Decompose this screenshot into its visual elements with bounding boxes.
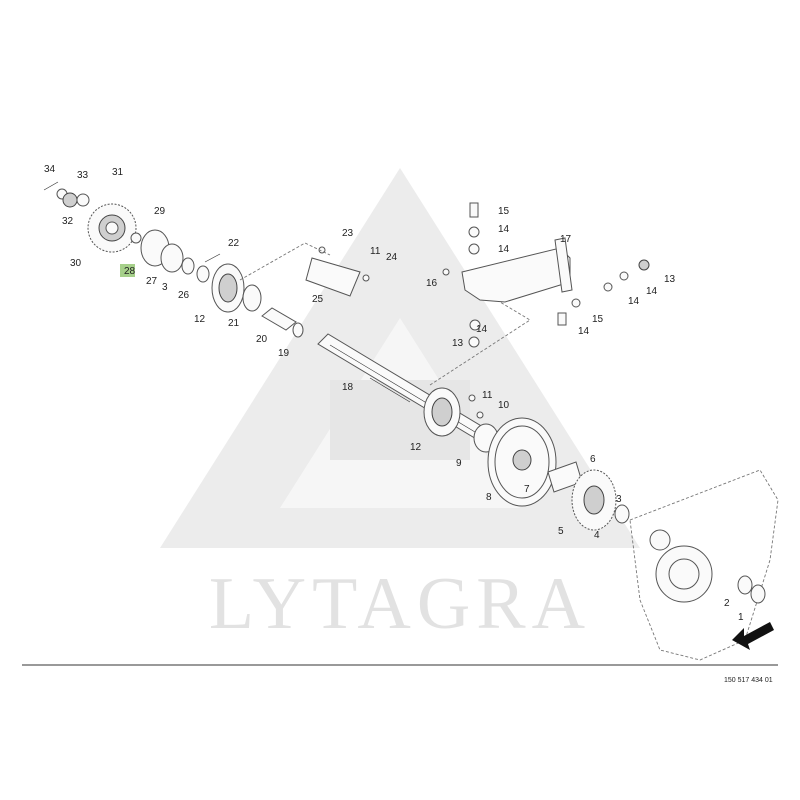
part-callout-15[interactable]: 15 <box>498 206 510 217</box>
bearing-housing-upper <box>211 263 304 338</box>
part-callout-9[interactable]: 9 <box>456 458 462 469</box>
part-callout-27[interactable]: 27 <box>146 276 158 287</box>
part-callout-11[interactable]: 11 <box>370 246 381 257</box>
part-callout-14[interactable]: 14 <box>498 244 510 255</box>
bracket-17 <box>442 202 650 348</box>
document-number: 150 517 434 01 <box>724 677 773 684</box>
part-callout-23[interactable]: 23 <box>342 228 354 239</box>
gear-assembly <box>547 461 630 531</box>
part-callout-14[interactable]: 14 <box>578 326 590 337</box>
part-callout-20[interactable]: 20 <box>256 334 268 345</box>
sprocket-assembly <box>43 181 221 283</box>
part-callout-21[interactable]: 21 <box>228 318 240 329</box>
part-callout-14[interactable]: 14 <box>498 224 510 235</box>
part-callout-13[interactable]: 13 <box>452 338 464 349</box>
bearing-housing-lower <box>423 387 499 453</box>
part-callout-1[interactable]: 1 <box>738 612 744 623</box>
part-callout-30[interactable]: 30 <box>70 258 82 269</box>
part-callout-3[interactable]: 3 <box>162 282 168 293</box>
highlight-box <box>120 264 135 277</box>
part-callout-16[interactable]: 16 <box>426 278 438 289</box>
part-callout-15[interactable]: 15 <box>592 314 604 325</box>
part-callout-33[interactable]: 33 <box>77 170 89 181</box>
part-callout-12[interactable]: 12 <box>410 442 422 453</box>
part-callout-19[interactable]: 19 <box>278 348 290 359</box>
part-callout-17[interactable]: 17 <box>560 234 572 245</box>
part-callout-7[interactable]: 7 <box>524 484 530 495</box>
part-callout-31[interactable]: 31 <box>112 167 124 178</box>
gearbox-housing <box>629 469 779 661</box>
front-direction-arrow <box>732 622 774 650</box>
part-callout-11[interactable]: 11 <box>482 390 493 401</box>
bracket-25 <box>305 246 370 297</box>
part-callout-26[interactable]: 26 <box>178 290 190 301</box>
part-callout-18[interactable]: 18 <box>342 382 354 393</box>
pulley-8 <box>487 417 557 507</box>
part-callout-14[interactable]: 14 <box>476 324 488 335</box>
part-callout-14[interactable]: 14 <box>646 286 658 297</box>
watermark-text: LYTAGRA <box>209 563 591 645</box>
part-callout-2[interactable]: 2 <box>724 598 730 609</box>
part-callout-28[interactable]: 28 <box>124 266 136 277</box>
part-callout-13[interactable]: 13 <box>664 274 676 285</box>
part-callout-3[interactable]: 3 <box>616 494 622 505</box>
part-callout-6[interactable]: 6 <box>590 454 596 465</box>
part-callout-32[interactable]: 32 <box>62 216 74 227</box>
part-callout-22[interactable]: 22 <box>228 238 240 249</box>
part-callout-12[interactable]: 12 <box>194 314 206 325</box>
reference-frame-lower <box>429 301 531 386</box>
part-callout-4[interactable]: 4 <box>594 530 600 541</box>
part-callout-25[interactable]: 25 <box>312 294 324 305</box>
part-callout-34[interactable]: 34 <box>44 164 56 175</box>
part-callout-5[interactable]: 5 <box>558 526 564 537</box>
part-callout-14[interactable]: 14 <box>628 296 640 307</box>
part-callout-24[interactable]: 24 <box>386 252 398 263</box>
part-callout-8[interactable]: 8 <box>486 492 492 503</box>
part-callout-10[interactable]: 10 <box>498 400 510 411</box>
part-callout-29[interactable]: 29 <box>154 206 166 217</box>
